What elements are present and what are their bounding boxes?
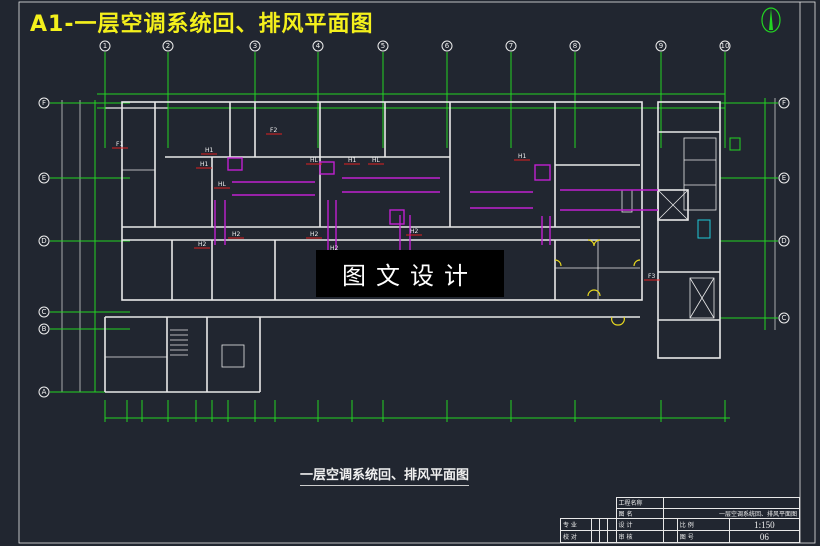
axis-bubble [655,40,667,52]
row-axis-label: E [42,174,46,182]
column-axis-label: 9 [659,42,663,50]
column-axis-label: 7 [509,42,513,50]
duct-label: HL [372,157,381,164]
scale-label: 比 例 [676,518,730,532]
duct-label: HL [218,181,227,188]
row-axis-label: D [41,237,46,245]
axis-bubble [569,40,581,52]
row-axis-label: C [782,314,787,322]
leader-lines [112,133,660,281]
row-axis-label: B [42,325,47,333]
column-axis-label: 8 [573,42,577,50]
drawing-number: 06 [728,530,801,543]
duct-label: F2 [270,127,277,134]
duct-label: H2 [310,231,319,238]
duct-label: F1 [116,141,123,148]
duct-label: H1 [205,147,214,154]
axis-bubble [778,172,790,184]
approver-label: 校 对 [560,530,592,543]
column-axis-label: 1 [103,42,107,50]
number-label: 图 号 [676,530,730,543]
duct-label: H2 [232,231,241,238]
drawing-frame [18,1,816,544]
duct-label: H2 [198,241,207,248]
reviewer-label: 审 核 [615,530,665,543]
building-walls [104,101,721,393]
column-axis-label: 3 [253,42,257,50]
axis-bubble [778,312,790,324]
designer-label: 设 计 [615,518,665,532]
axis-bubble [99,40,111,52]
drawing-title: A1-一层空调系统回、排风平面图 [30,12,374,37]
axis-bubble [778,97,790,109]
scale-value: 1:150 [728,518,801,532]
row-axis-label: E [782,174,786,182]
row-axis-label: A [42,388,47,396]
duct-label: HL [310,157,319,164]
row-axis-label: D [781,237,786,245]
axis-bubbles: 1 2 3 4 5 6 7 8 9 10F F E E D D C C B A [38,40,790,398]
axis-bubble [38,172,50,184]
row-axis-label: F [782,99,786,107]
axis-bubble [312,40,324,52]
north-arrow-icon [761,7,781,33]
column-axis-label: 6 [445,42,450,50]
stair-icon [170,329,188,356]
column-axis-label: 10 [721,42,730,50]
axis-bubble [38,97,50,109]
watermark: 图文设计 [316,250,504,297]
column-axis-label: 5 [381,42,385,50]
column-axis-label: 4 [316,42,321,50]
axis-bubble [441,40,453,52]
row-axis-label: F [42,99,46,107]
axis-bubble [38,386,50,398]
axis-bubble [162,40,174,52]
axis-bubble [38,306,50,318]
axis-bubble [505,40,517,52]
column-axis-label: 2 [166,42,170,50]
axis-bubble [377,40,389,52]
axis-bubble [249,40,261,52]
duct-label: H1 [348,157,357,164]
axis-bubble [778,235,790,247]
drawing-name: 一层空调系统回、排风平面图 [663,507,800,520]
doors [554,239,641,326]
drawing-label: 图 名 [615,507,665,520]
checker-label: 专 业 [560,518,592,532]
axis-bubble [38,235,50,247]
axis-bubble [38,323,50,335]
duct-label: H2 [330,245,339,252]
duct-label: F3 [648,273,655,280]
grid-lines [50,52,778,393]
row-axis-label: C [42,308,47,316]
axis-bubble [719,40,731,52]
duct-label: H1 [518,153,527,160]
duct-label: H2 [410,228,419,235]
plan-caption: 一层空调系统回、排风平面图 [300,464,470,486]
project-label: 工程名称 [615,497,665,509]
dimension-ticks [104,400,726,422]
duct-label: H1 [200,161,209,168]
